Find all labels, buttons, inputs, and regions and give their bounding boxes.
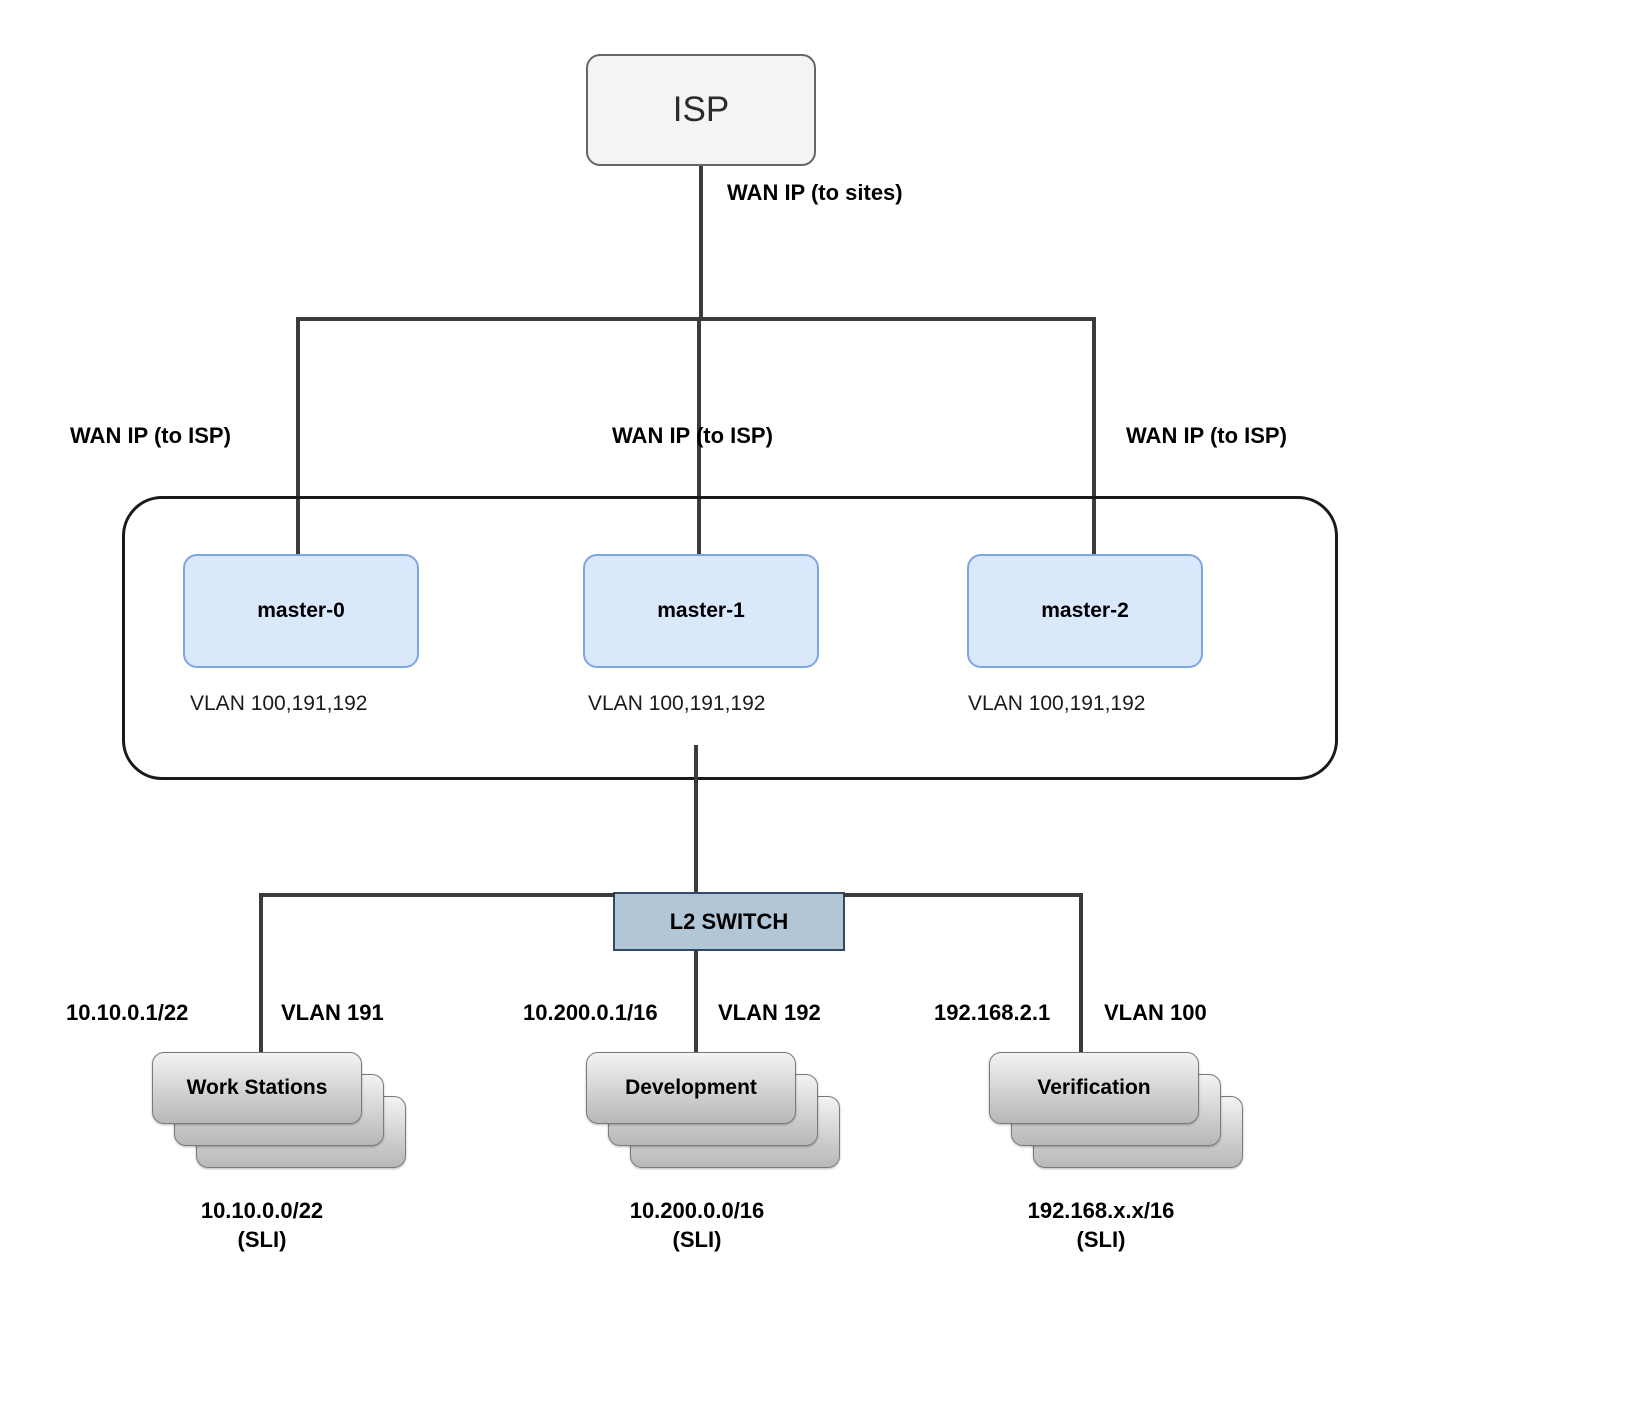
isp-trunk-line: [699, 166, 703, 319]
master-node-label-1: master-1: [657, 599, 745, 622]
isp-label: ISP: [672, 90, 730, 129]
stack-card-front-2[interactable]: Verification: [989, 1052, 1199, 1124]
l2-switch-label: L2 SWITCH: [669, 908, 789, 934]
segment-stack-0[interactable]: Work Stations: [152, 1052, 442, 1172]
stack-card-front-0[interactable]: Work Stations: [152, 1052, 362, 1124]
master-node-label-2: master-2: [1041, 599, 1129, 622]
master-vlan-caption-2: VLAN 100,191,192: [968, 692, 1146, 715]
master-node-2[interactable]: master-2: [967, 554, 1203, 668]
wan-link-label-1: WAN IP (to ISP): [612, 423, 773, 448]
isp-uplink-label: WAN IP (to sites): [727, 180, 903, 205]
master-node-1[interactable]: master-1: [583, 554, 819, 668]
segment-vlan-label-1: VLAN 192: [718, 1000, 821, 1025]
stack-card-front-1[interactable]: Development: [586, 1052, 796, 1124]
segment-subnet-block-2: 192.168.x.x/16 (SLI): [956, 1196, 1246, 1255]
segment-name-label-1: Development: [625, 1076, 757, 1099]
switch-left-arm-line: [259, 893, 615, 897]
segment-subnet-block-0: 10.10.0.0/22 (SLI): [117, 1196, 407, 1255]
segment-note-label-1: (SLI): [672, 1227, 722, 1253]
segment-name-label-2: Verification: [1037, 1076, 1151, 1099]
master-node-0[interactable]: master-0: [183, 554, 419, 668]
wan-drop-line-0: [296, 317, 300, 561]
segment-gateway-label-1: 10.200.0.1/16: [523, 1000, 658, 1025]
cluster-to-switch-line: [694, 745, 698, 893]
l2-switch-node[interactable]: L2 SWITCH: [613, 892, 845, 951]
segment-vlan-label-0: VLAN 191: [281, 1000, 384, 1025]
segment-drop-line-2: [1079, 893, 1083, 1052]
segment-name-label-0: Work Stations: [186, 1076, 328, 1099]
segment-drop-line-1: [694, 950, 698, 1052]
master-cluster-container: [122, 496, 1338, 780]
wan-link-label-0: WAN IP (to ISP): [70, 423, 231, 448]
wan-link-label-2: WAN IP (to ISP): [1126, 423, 1287, 448]
segment-gateway-label-2: 192.168.2.1: [934, 1000, 1051, 1025]
segment-gateway-label-0: 10.10.0.1/22: [66, 1000, 189, 1025]
segment-note-label-2: (SLI): [1076, 1227, 1126, 1253]
segment-vlan-label-2: VLAN 100: [1104, 1000, 1207, 1025]
segment-note-label-0: (SLI): [237, 1227, 287, 1253]
segment-stack-2[interactable]: Verification: [989, 1052, 1279, 1172]
isp-node[interactable]: ISP: [586, 54, 816, 166]
master-node-label-0: master-0: [257, 599, 345, 622]
segment-stack-1[interactable]: Development: [586, 1052, 876, 1172]
switch-right-arm-line: [843, 893, 1083, 897]
segment-subnet-label-0: 10.10.0.0/22: [200, 1198, 324, 1223]
segment-subnet-label-1: 10.200.0.0/16: [629, 1198, 765, 1223]
wan-drop-line-1: [697, 317, 701, 561]
distribution-bus-line: [296, 317, 1096, 321]
master-vlan-caption-1: VLAN 100,191,192: [588, 692, 766, 715]
segment-subnet-label-2: 192.168.x.x/16: [1027, 1198, 1175, 1223]
wan-drop-line-2: [1092, 317, 1096, 561]
segment-subnet-block-1: 10.200.0.0/16 (SLI): [552, 1196, 842, 1255]
master-vlan-caption-0: VLAN 100,191,192: [190, 692, 368, 715]
segment-drop-line-0: [259, 893, 263, 1052]
